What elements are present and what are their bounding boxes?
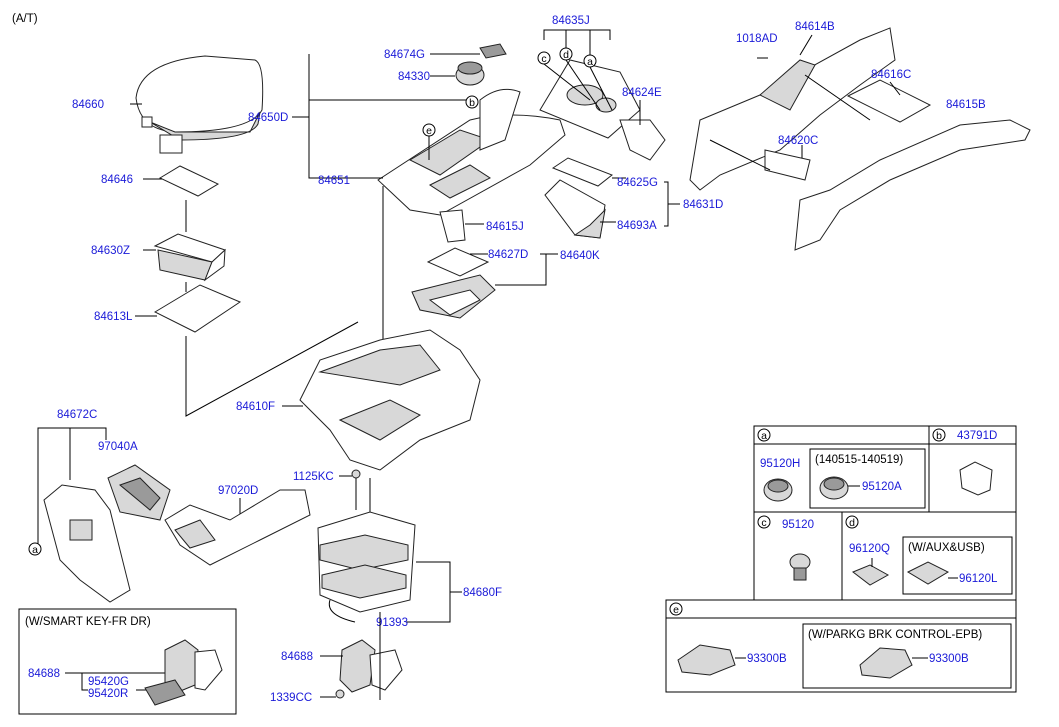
jack-96120l-drawing — [906, 561, 950, 585]
upper-cover-drawing — [455, 43, 507, 86]
label-97040A: 97040A — [98, 441, 138, 453]
label-84625G: 84625G — [617, 177, 658, 189]
label-84672C: 84672C — [57, 409, 97, 421]
smart-key-box-title: (W/SMART KEY-FR DR) — [25, 616, 151, 628]
callout-a-panel: a — [761, 430, 767, 442]
label-84614B: 84614B — [795, 21, 835, 33]
detail-panel-d-sub — [902, 536, 1013, 595]
label-84615B: 84615B — [946, 99, 986, 111]
label-95420R: 95420R — [88, 688, 128, 700]
air-duct-drawing — [164, 489, 311, 566]
tray-mat-drawing — [153, 284, 242, 333]
label-84646: 84646 — [101, 174, 133, 186]
detail-panel-d — [841, 511, 1017, 601]
label-84688-smart-key: 84688 — [28, 668, 60, 680]
callout-c-tray: c — [541, 53, 546, 65]
label-84674G: 84674G — [384, 49, 425, 61]
label-97020D: 97020D — [218, 485, 258, 497]
callout-d-panel: d — [849, 517, 855, 529]
armrest-mat-drawing — [158, 165, 220, 197]
storage-pocket-drawing — [544, 179, 606, 239]
label-43791D: 43791D — [957, 430, 997, 442]
mount-bracket-drawing — [339, 639, 403, 693]
detail-panel-d-sub-title: (W/AUX&USB) — [908, 542, 985, 554]
side-cover-rh-drawing — [794, 119, 1031, 251]
label-84688: 84688 — [281, 651, 313, 663]
rear-panel-drawing — [43, 484, 131, 603]
label-84660: 84660 — [72, 99, 104, 111]
console-body-drawing — [299, 329, 481, 471]
callout-b-shifter: b — [469, 97, 475, 109]
detail-panel-a-sub — [809, 448, 926, 509]
detail-panel-e-sub-title: (W/PARKG BRK CONTROL-EPB) — [808, 629, 982, 641]
label-95420G: 95420G — [88, 676, 129, 688]
label-96120Q: 96120Q — [849, 543, 890, 555]
switch-93300b-epb-drawing — [859, 647, 913, 679]
callout-a-rear: a — [32, 544, 38, 556]
air-vent-drawing — [107, 464, 171, 521]
callout-a-tray: a — [587, 56, 593, 68]
label-84651: 84651 — [318, 175, 350, 187]
callout-d-tray: d — [563, 49, 569, 61]
label-91393: 91393 — [376, 617, 408, 629]
label-84680F: 84680F — [463, 587, 502, 599]
label-93300B: 93300B — [747, 653, 787, 665]
side-cover-lh-drawing — [689, 27, 896, 191]
label-93300B-epb: 93300B — [929, 653, 969, 665]
label-84613L: 84613L — [94, 311, 133, 323]
pad-drawing — [426, 247, 490, 277]
label-84615J: 84615J — [486, 221, 524, 233]
label-84330: 84330 — [398, 71, 430, 83]
label-84631D: 84631D — [683, 199, 723, 211]
label-95120: 95120 — [782, 519, 814, 531]
bracket-drawing — [439, 209, 466, 243]
detail-panel-e — [665, 599, 1017, 693]
armrest-lid-drawing — [135, 55, 264, 154]
label-84630Z: 84630Z — [91, 245, 130, 257]
label-84610F: 84610F — [236, 401, 275, 413]
label-84616C: 84616C — [871, 69, 911, 81]
callout-e-shifter: e — [426, 125, 432, 137]
socket-95120-drawing — [789, 553, 811, 581]
label-84627D: 84627D — [488, 249, 528, 261]
rear-cover-drawing — [846, 79, 932, 123]
switch-housing-drawing — [411, 274, 496, 319]
tray-mat-small-drawing — [551, 157, 613, 187]
switch-93300b-drawing — [677, 644, 736, 676]
callout-b-panel: b — [936, 430, 942, 442]
detail-panel-a-sub-title: (140515-140519) — [815, 454, 903, 466]
label-1339CC: 1339CC — [270, 692, 312, 704]
label-84640K: 84640K — [560, 250, 600, 262]
label-84635J: 84635J — [552, 15, 590, 27]
label-84620C: 84620C — [778, 135, 818, 147]
callout-c-panel: c — [761, 517, 766, 529]
screw-drawing — [351, 469, 361, 510]
knob-95120h-drawing — [763, 478, 793, 502]
knob-95120a-drawing — [819, 476, 849, 500]
transmission-note: (A/T) — [12, 13, 38, 25]
storage-box-drawing — [317, 511, 416, 613]
detail-panel-e-sub — [802, 623, 1012, 689]
label-95120H: 95120H — [760, 458, 800, 470]
label-84693A: 84693A — [617, 220, 657, 232]
clip-43791d-drawing — [959, 461, 993, 496]
label-84650D: 84650D — [248, 112, 288, 124]
smart-key-antenna-drawing — [144, 639, 223, 706]
armrest-tray-drawing — [153, 233, 226, 282]
smart-key-box — [18, 608, 237, 715]
console-bracket-drawing — [764, 149, 811, 181]
label-1125KC: 1125KC — [293, 471, 334, 483]
jack-96120q-drawing — [852, 564, 890, 586]
shifter-panel-drawing — [377, 88, 566, 216]
label-95120A: 95120A — [862, 481, 902, 493]
label-84624E: 84624E — [622, 87, 662, 99]
label-96120L: 96120L — [959, 573, 998, 585]
label-1018AD: 1018AD — [736, 33, 778, 45]
callout-e-panel: e — [673, 604, 679, 616]
